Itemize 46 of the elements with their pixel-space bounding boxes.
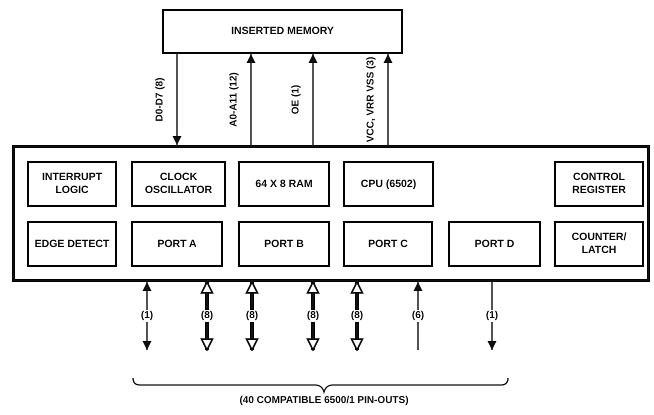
block-box <box>238 221 330 267</box>
block-label: INSERTED MEMORY <box>230 25 335 38</box>
block-label: COUNTER/ LATCH <box>570 231 628 257</box>
edge-label: (1) <box>138 310 156 322</box>
edge-label: (8) <box>243 310 261 322</box>
block-box <box>27 161 117 207</box>
signal-arrow <box>308 54 318 145</box>
block-box <box>238 161 330 207</box>
edge-label: OE (1) <box>290 84 302 116</box>
edge-label: (6) <box>409 310 427 322</box>
chip-outline <box>12 145 650 282</box>
block-label: PORT B <box>263 238 305 250</box>
block-label: PORT D <box>474 238 516 250</box>
block-box <box>343 161 434 207</box>
block-label: INTERRUPT LOGIC <box>40 171 104 197</box>
block-box <box>162 9 403 54</box>
block-box <box>27 221 117 267</box>
block-box <box>554 221 644 267</box>
block-box <box>448 221 541 267</box>
block-label: EDGE DETECT <box>34 238 110 250</box>
block-box <box>554 161 644 207</box>
signal-arrow <box>246 54 256 145</box>
block-box <box>343 221 433 267</box>
edge-label: VCC, VRR VSS (3) <box>366 56 376 144</box>
edge-label: (8) <box>304 310 322 322</box>
bus-arrow <box>246 281 258 351</box>
signal-arrow <box>414 282 422 350</box>
signal-arrow <box>172 54 182 145</box>
block-box <box>131 221 223 267</box>
block-label: CPU (6502) <box>360 178 418 190</box>
bus-arrow <box>306 281 320 351</box>
block-label: 64 X 8 RAM <box>254 178 314 190</box>
block-box <box>131 161 226 207</box>
edge-label: A0-A11 (12) <box>228 71 240 129</box>
edge-label: (1) <box>483 310 501 322</box>
edge-label: (8) <box>348 310 366 322</box>
bus-arrow <box>200 281 214 351</box>
block-label: PORT A <box>156 238 198 250</box>
signal-arrow <box>384 54 392 145</box>
edge-label: D0-D7 (8) <box>154 76 166 124</box>
caption-note: (40 COMPATIBLE 6500/1 PIN-OUTS) <box>238 395 410 407</box>
block-label: CONTROL REGISTER <box>571 171 627 197</box>
bus-arrow <box>350 281 364 351</box>
block-label: PORT C <box>367 238 409 250</box>
block-label: CLOCK OSCILLATOR <box>144 171 214 197</box>
edge-label: (8) <box>198 310 216 322</box>
